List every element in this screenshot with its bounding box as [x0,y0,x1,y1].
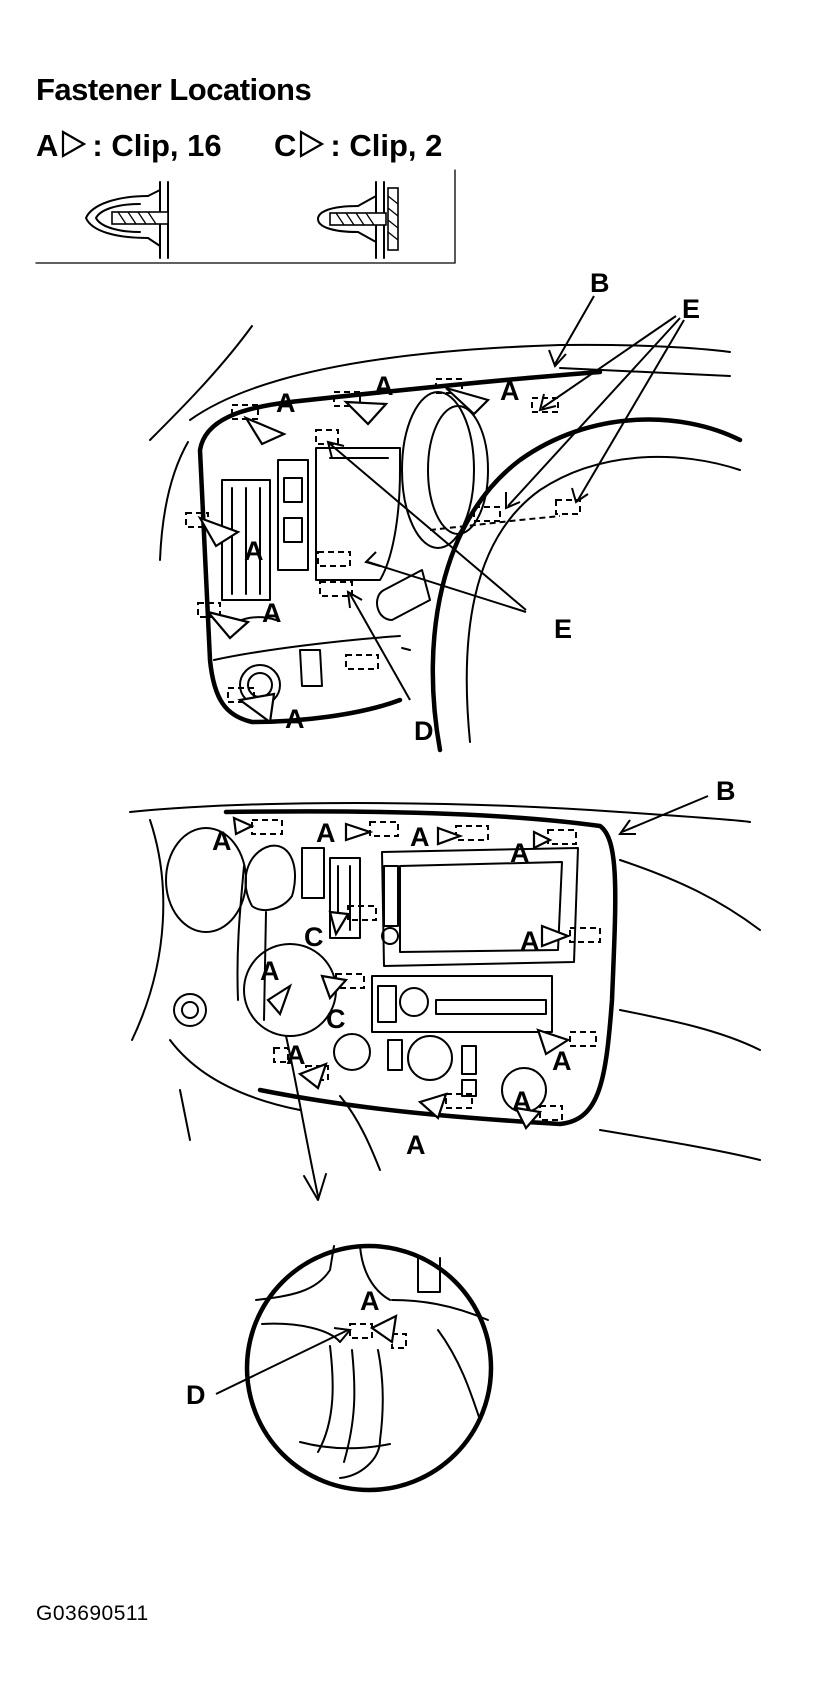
clip-c-drawing [317,181,399,259]
callout-b: B [716,776,736,806]
upper-view: B E A A A A A A E D [149,268,743,753]
callout-c: C [326,1004,346,1034]
callout-a: A [520,926,540,956]
callout-c: C [304,922,324,952]
clip-markers-lower [232,816,572,1130]
callout-a: A [374,371,394,401]
callout-a: A [360,1286,380,1316]
detail-view: A D [186,1243,494,1493]
figure-code: G03690511 [36,1602,149,1625]
callout-a: A [212,826,232,856]
callout-labels-lower: B A A A A A C C A A A A A [212,776,736,1160]
clip-markers-upper [197,386,491,724]
clip-outlines-upper [185,378,581,703]
callout-e: E [554,614,572,644]
callout-d: D [414,716,434,746]
callout-a: A [262,598,282,628]
legend-letter-c: C [274,128,297,163]
callout-a: A [406,1130,426,1160]
callout-e: E [682,294,700,324]
callout-a: A [286,1040,306,1070]
callout-a: A [276,388,296,418]
clip-triangle-icon [300,130,325,158]
legend-clip-a: A : Clip, 16 [36,128,222,164]
fastener-detail-box [35,169,456,264]
callout-a: A [244,536,264,566]
callout-a: A [512,1086,532,1116]
lower-view: B A A A A A C C A A A A A [129,776,761,1201]
callout-d: D [186,1380,206,1410]
clip-triangle-icon [62,130,87,158]
callout-a: A [500,376,520,406]
legend-text-c: : Clip, 2 [330,128,443,163]
callout-a: A [316,818,336,848]
clip-outlines-lower [251,819,601,1121]
legend-clip-c: C : Clip, 2 [274,128,442,164]
callout-a: A [552,1046,572,1076]
callout-a: A [510,838,530,868]
callout-b: B [590,268,610,298]
callout-labels-upper: B E A A A A A A E D [244,268,700,746]
leader-lines-upper [326,295,685,701]
callout-a: A [285,704,305,734]
legend-text-a: : Clip, 16 [92,128,222,163]
legend-letter-a: A [36,128,59,163]
diagram-title: Fastener Locations [36,72,312,107]
callout-a: A [410,822,430,852]
clip-a-drawing [85,181,169,259]
callout-a: A [260,956,280,986]
